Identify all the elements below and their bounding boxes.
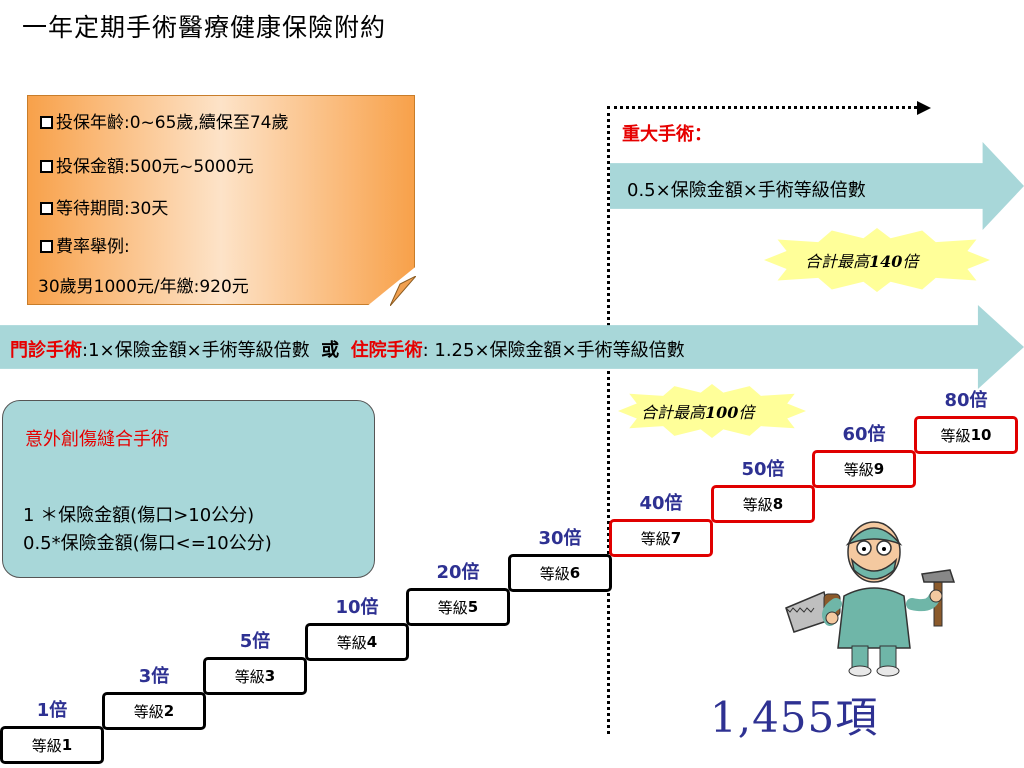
outpatient-label: 門診手術	[10, 340, 82, 361]
surgery-level-multiplier: 1倍	[36, 700, 68, 721]
checkbox-icon	[40, 116, 53, 129]
general-max-text: 合計最高100倍	[641, 403, 755, 422]
surgery-level-multiplier: 50倍	[741, 459, 785, 480]
note-line-amount: 投保金額:500元~5000元	[40, 152, 254, 177]
arrow-head-icon	[917, 101, 931, 115]
surgery-level-multiplier: 80倍	[944, 390, 988, 411]
surgery-level-prefix: 等級	[234, 667, 265, 686]
surgery-level-number: 2	[163, 702, 175, 720]
surgery-level-prefix: 等級	[940, 426, 971, 445]
note-fold-corner	[390, 276, 416, 306]
surgery-level-prefix: 等級	[31, 736, 62, 755]
surgery-level-prefix: 等級	[133, 702, 164, 721]
inpatient-formula: : 1.25×保險金額×手術等級倍數	[422, 340, 685, 361]
surgery-level-number: 5	[467, 598, 479, 616]
note-line-age: 投保年齡:0~65歲,續保至74歲	[40, 108, 288, 133]
note-line-waiting: 等待期間:30天	[40, 194, 168, 219]
surgery-level-prefix: 等級	[640, 529, 671, 548]
outpatient-formula: :1×保險金額×手術等級倍數	[82, 340, 310, 361]
accident-suture-header: 意外創傷縫合手術	[25, 429, 169, 450]
surgery-items-count: 1,455項	[710, 693, 879, 742]
surgery-level-multiplier: 10倍	[335, 597, 379, 618]
major-surgery-formula: 0.5×保險金額×手術等級倍數	[627, 180, 866, 201]
surgery-level-number: 9	[873, 460, 885, 478]
surgery-level-number: 1	[61, 736, 73, 754]
surgery-level-multiplier: 3倍	[138, 666, 170, 687]
policy-info-note: 投保年齡:0~65歲,續保至74歲 投保金額:500元~5000元 等待期間:3…	[27, 95, 415, 305]
checkbox-icon	[40, 240, 53, 253]
checkbox-icon	[40, 160, 53, 173]
dotted-divider-vertical	[607, 106, 610, 734]
accident-suture-line-2: 0.5*保險金額(傷口<=10公分)	[23, 533, 272, 554]
surgery-level-multiplier: 5倍	[239, 631, 271, 652]
surgery-level-multiplier: 40倍	[639, 493, 683, 514]
accident-suture-line-1: 1 ＊保險金額(傷口>10公分)	[23, 505, 255, 526]
surgeon-illustration	[785, 521, 956, 677]
major-surgery-label: 重大手術：	[622, 124, 712, 145]
surgery-level-prefix: 等級	[539, 564, 570, 583]
page-title: 一年定期手術醫療健康保險附約	[22, 13, 387, 42]
surgery-level-number: 10	[970, 426, 992, 444]
major-max-text: 合計最高140倍	[805, 252, 919, 271]
note-line-rate: 費率舉例:	[40, 232, 130, 257]
surgery-level-prefix: 等級	[336, 633, 367, 652]
accident-suture-box: 意外創傷縫合手術 1 ＊保險金額(傷口>10公分) 0.5*保險金額(傷口<=1…	[2, 400, 375, 578]
checkbox-icon	[40, 202, 53, 215]
surgery-level-number: 6	[569, 564, 581, 582]
surgery-level-prefix: 等級	[843, 460, 874, 479]
surgery-level-multiplier: 30倍	[538, 528, 582, 549]
surgery-level-number: 8	[772, 495, 784, 513]
dotted-divider-horizontal	[607, 106, 917, 109]
or-label: 或	[321, 340, 340, 361]
surgery-level-prefix: 等級	[742, 495, 773, 514]
note-line-example: 30歲男1000元/年繳:920元	[38, 277, 249, 297]
surgery-level-prefix: 等級	[437, 598, 468, 617]
surgery-level-multiplier: 60倍	[842, 424, 886, 445]
surgery-formula-text: 門診手術:1×保險金額×手術等級倍數 或 住院手術: 1.25×保險金額×手術等…	[10, 336, 685, 362]
surgery-level-number: 3	[264, 667, 276, 685]
surgery-level-multiplier: 20倍	[436, 562, 480, 583]
surgery-level-number: 7	[670, 529, 682, 547]
surgery-level-number: 4	[366, 633, 378, 651]
inpatient-label: 住院手術	[350, 340, 423, 361]
